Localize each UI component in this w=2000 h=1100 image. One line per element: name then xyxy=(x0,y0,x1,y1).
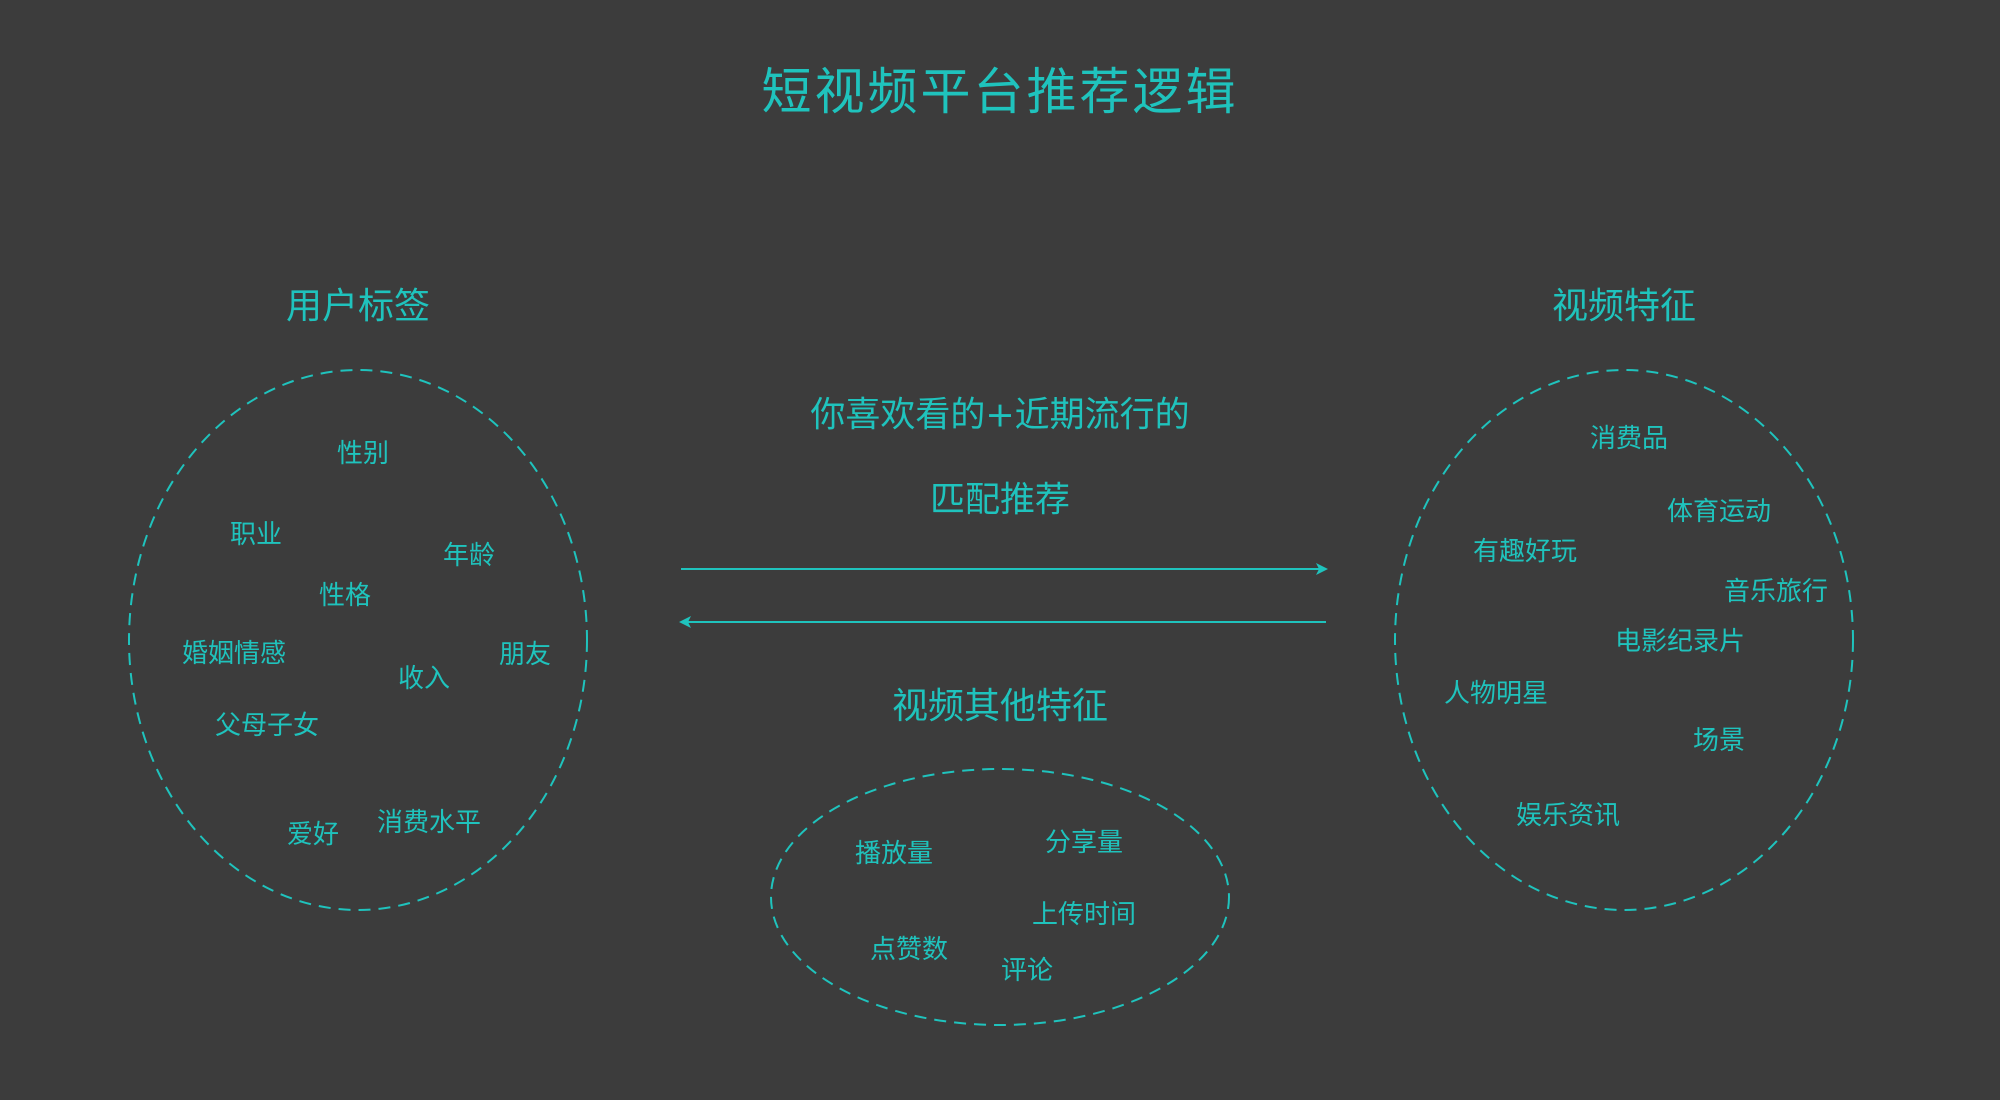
user-tag: 爱好 xyxy=(286,820,340,850)
video-feature: 音乐旅行 xyxy=(1723,577,1829,607)
video-feature: 有趣好玩 xyxy=(1472,537,1578,567)
video-features-ellipse xyxy=(1394,369,1854,911)
user-tag: 婚姻情感 xyxy=(181,639,287,669)
user-tag: 父母子女 xyxy=(214,711,320,741)
video-feature: 场景 xyxy=(1692,726,1746,756)
user-tags-heading: 用户标签 xyxy=(285,286,431,327)
other-feature: 分享量 xyxy=(1044,828,1124,858)
user-tags-ellipse xyxy=(128,369,588,911)
user-tag: 消费水平 xyxy=(376,808,482,838)
video-feature: 消费品 xyxy=(1589,424,1669,454)
other-feature: 上传时间 xyxy=(1031,900,1137,930)
user-tag: 性别 xyxy=(336,439,390,469)
other-feature: 评论 xyxy=(1000,956,1054,986)
other-features-heading: 视频其他特征 xyxy=(891,686,1109,727)
user-tag: 朋友 xyxy=(498,640,552,670)
user-tag: 收入 xyxy=(397,664,451,694)
video-feature: 电影纪录片 xyxy=(1614,627,1746,657)
other-feature: 点赞数 xyxy=(869,935,949,965)
other-feature: 播放量 xyxy=(854,839,934,869)
user-tag: 性格 xyxy=(318,581,372,611)
video-feature: 娱乐资讯 xyxy=(1515,801,1621,831)
video-features-heading: 视频特征 xyxy=(1551,286,1697,327)
diagram-title: 短视频平台推荐逻辑 xyxy=(761,63,1239,121)
center-label-line1: 你喜欢看的+近期流行的 xyxy=(810,395,1190,436)
user-tag: 年龄 xyxy=(442,541,496,571)
video-feature: 人物明星 xyxy=(1443,679,1549,709)
video-feature: 体育运动 xyxy=(1666,497,1772,527)
user-tag: 职业 xyxy=(229,520,283,550)
center-label-line2: 匹配推荐 xyxy=(929,480,1071,521)
other-features-ellipse xyxy=(770,768,1230,1026)
